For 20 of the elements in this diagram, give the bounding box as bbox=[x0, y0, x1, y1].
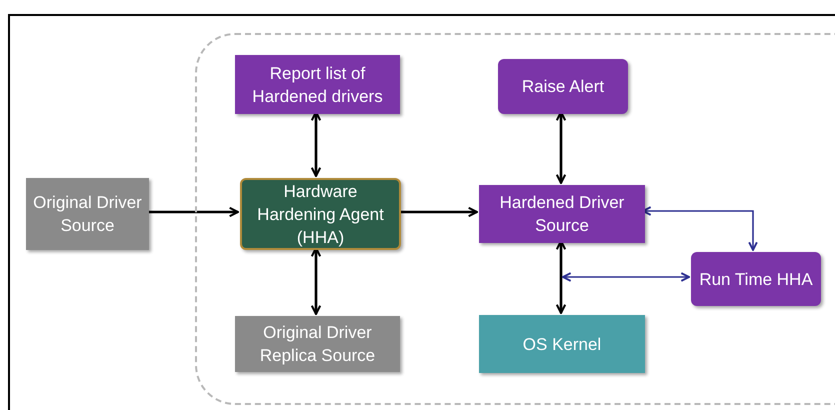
process-box bbox=[479, 315, 645, 373]
node-label: Original Driver Source bbox=[32, 192, 143, 237]
process-box bbox=[479, 185, 645, 243]
node-label: Report list of Hardened drivers bbox=[251, 62, 384, 108]
process-box bbox=[26, 178, 149, 250]
node-label: OS Kernel bbox=[522, 334, 602, 356]
agent-box bbox=[240, 178, 401, 250]
dashed-boundary bbox=[195, 33, 835, 405]
node-label: Hardware Hardening Agent (HHA) bbox=[256, 180, 385, 248]
arrow bbox=[149, 206, 240, 218]
process-box bbox=[691, 252, 821, 306]
process-box bbox=[235, 55, 400, 114]
process-box bbox=[235, 316, 400, 372]
node-label: Hardened Driver Source bbox=[498, 192, 626, 237]
process-box bbox=[498, 59, 628, 114]
node-label: Raise Alert bbox=[522, 76, 604, 98]
arrow bbox=[562, 272, 690, 282]
node-label: Run Time HHA bbox=[699, 268, 813, 290]
arrow bbox=[399, 206, 478, 218]
node-label: Original Driver Replica Source bbox=[258, 322, 376, 367]
